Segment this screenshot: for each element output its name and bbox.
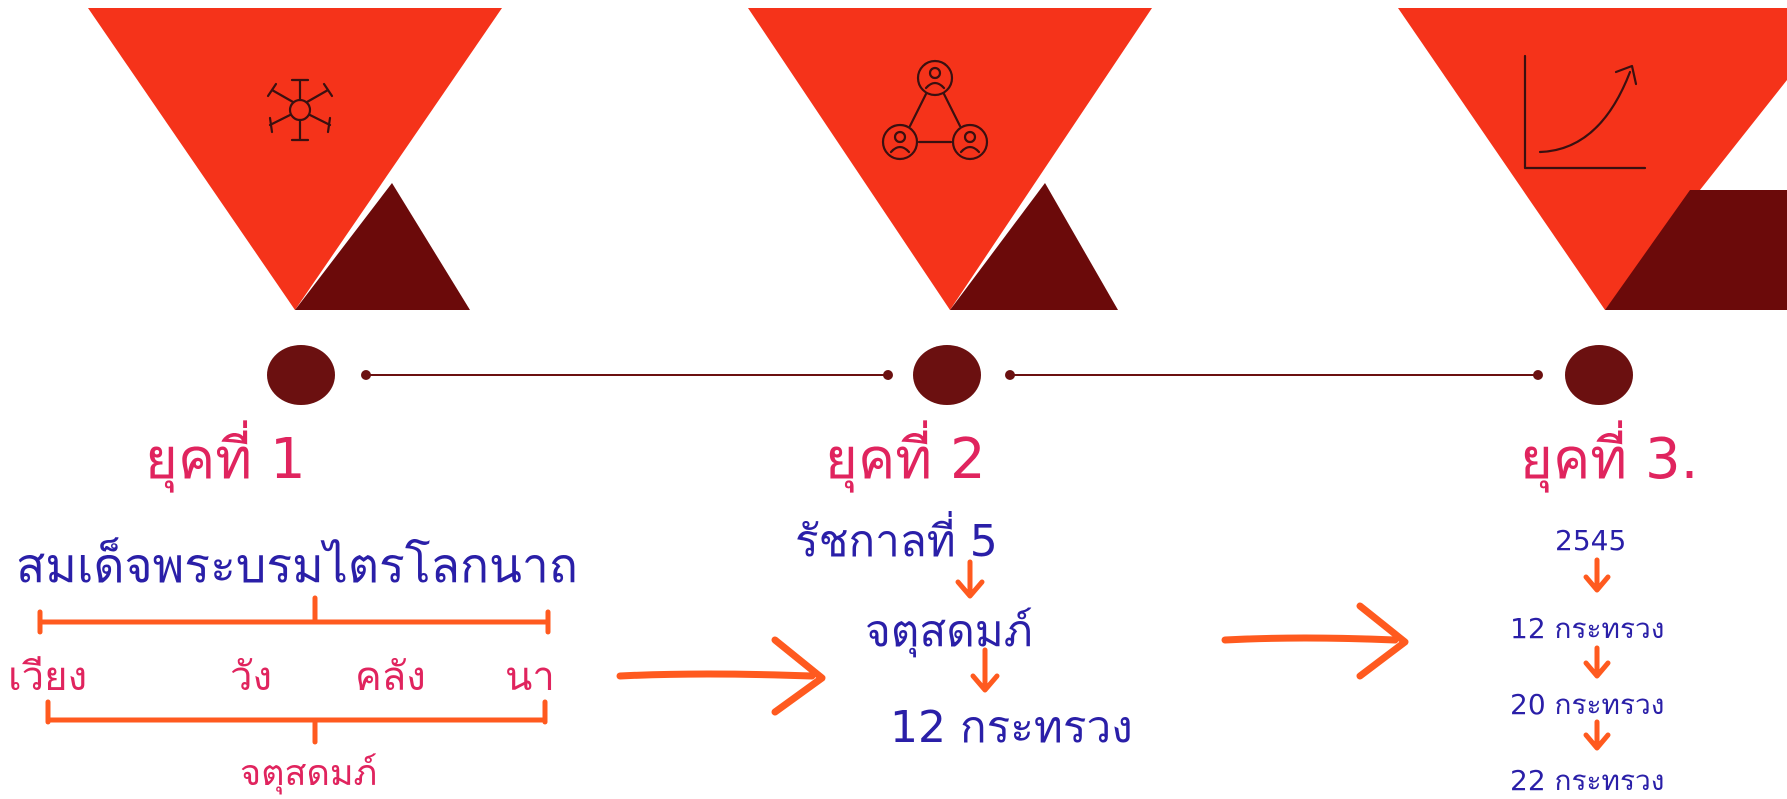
timeline-node-1 xyxy=(267,345,335,405)
arrow-down-icon xyxy=(1583,645,1611,679)
era-3-step-1: 12 กระทรวง xyxy=(1510,612,1664,645)
arrow-down-icon xyxy=(970,647,1000,693)
funnel-2 xyxy=(748,8,1152,310)
timeline-node-3 xyxy=(1565,345,1633,405)
era-2-line-2: จตุสดมภ์ xyxy=(865,606,1033,658)
era-1-bracket xyxy=(37,595,551,745)
arrow-down-icon xyxy=(955,559,985,599)
team-network-icon xyxy=(881,59,989,161)
era-3-step-3: 22 กระทรวง xyxy=(1510,764,1664,797)
timeline-dot xyxy=(1005,370,1015,380)
era-2-line-3: 12 กระทรวง xyxy=(890,702,1133,753)
era-1-bottom: จตุสดมภ์ xyxy=(240,753,377,795)
arrow-down-icon xyxy=(1583,719,1611,751)
era-1-label: ยุคที่ 1 xyxy=(145,420,306,493)
arrow-down-icon xyxy=(1583,557,1611,593)
era-2-label: ยุคที่ 2 xyxy=(825,420,986,493)
timeline-node-2 xyxy=(913,345,981,405)
timeline xyxy=(267,345,1633,405)
timeline-dot xyxy=(883,370,893,380)
era-2-line-1: รัชกาลที่ 5 xyxy=(795,510,998,567)
era-3-year: 2545 xyxy=(1555,524,1626,557)
era-3-step-2: 20 กระทรวง xyxy=(1510,688,1664,721)
arrow-era1-to-era2 xyxy=(616,636,826,716)
era-1-branch-1: เวียง xyxy=(8,654,87,700)
timeline-dot xyxy=(361,370,371,380)
timeline-dot xyxy=(1533,370,1543,380)
era-1-title: สมเด็จพระบรมไตรโลกนาถ xyxy=(16,537,578,594)
era-1-branch-3: คลัง xyxy=(355,654,426,700)
arrow-era2-to-era3 xyxy=(1221,602,1409,680)
growth-chart-icon xyxy=(1523,54,1647,170)
era-1-branch-2: วัง xyxy=(230,654,272,700)
hands-together-icon xyxy=(266,78,334,142)
funnel-1 xyxy=(88,8,502,310)
era-1-branch-4: นา xyxy=(505,654,555,700)
funnel-3 xyxy=(1398,8,1787,310)
era-3-label: ยุคที่ 3. xyxy=(1520,420,1698,493)
